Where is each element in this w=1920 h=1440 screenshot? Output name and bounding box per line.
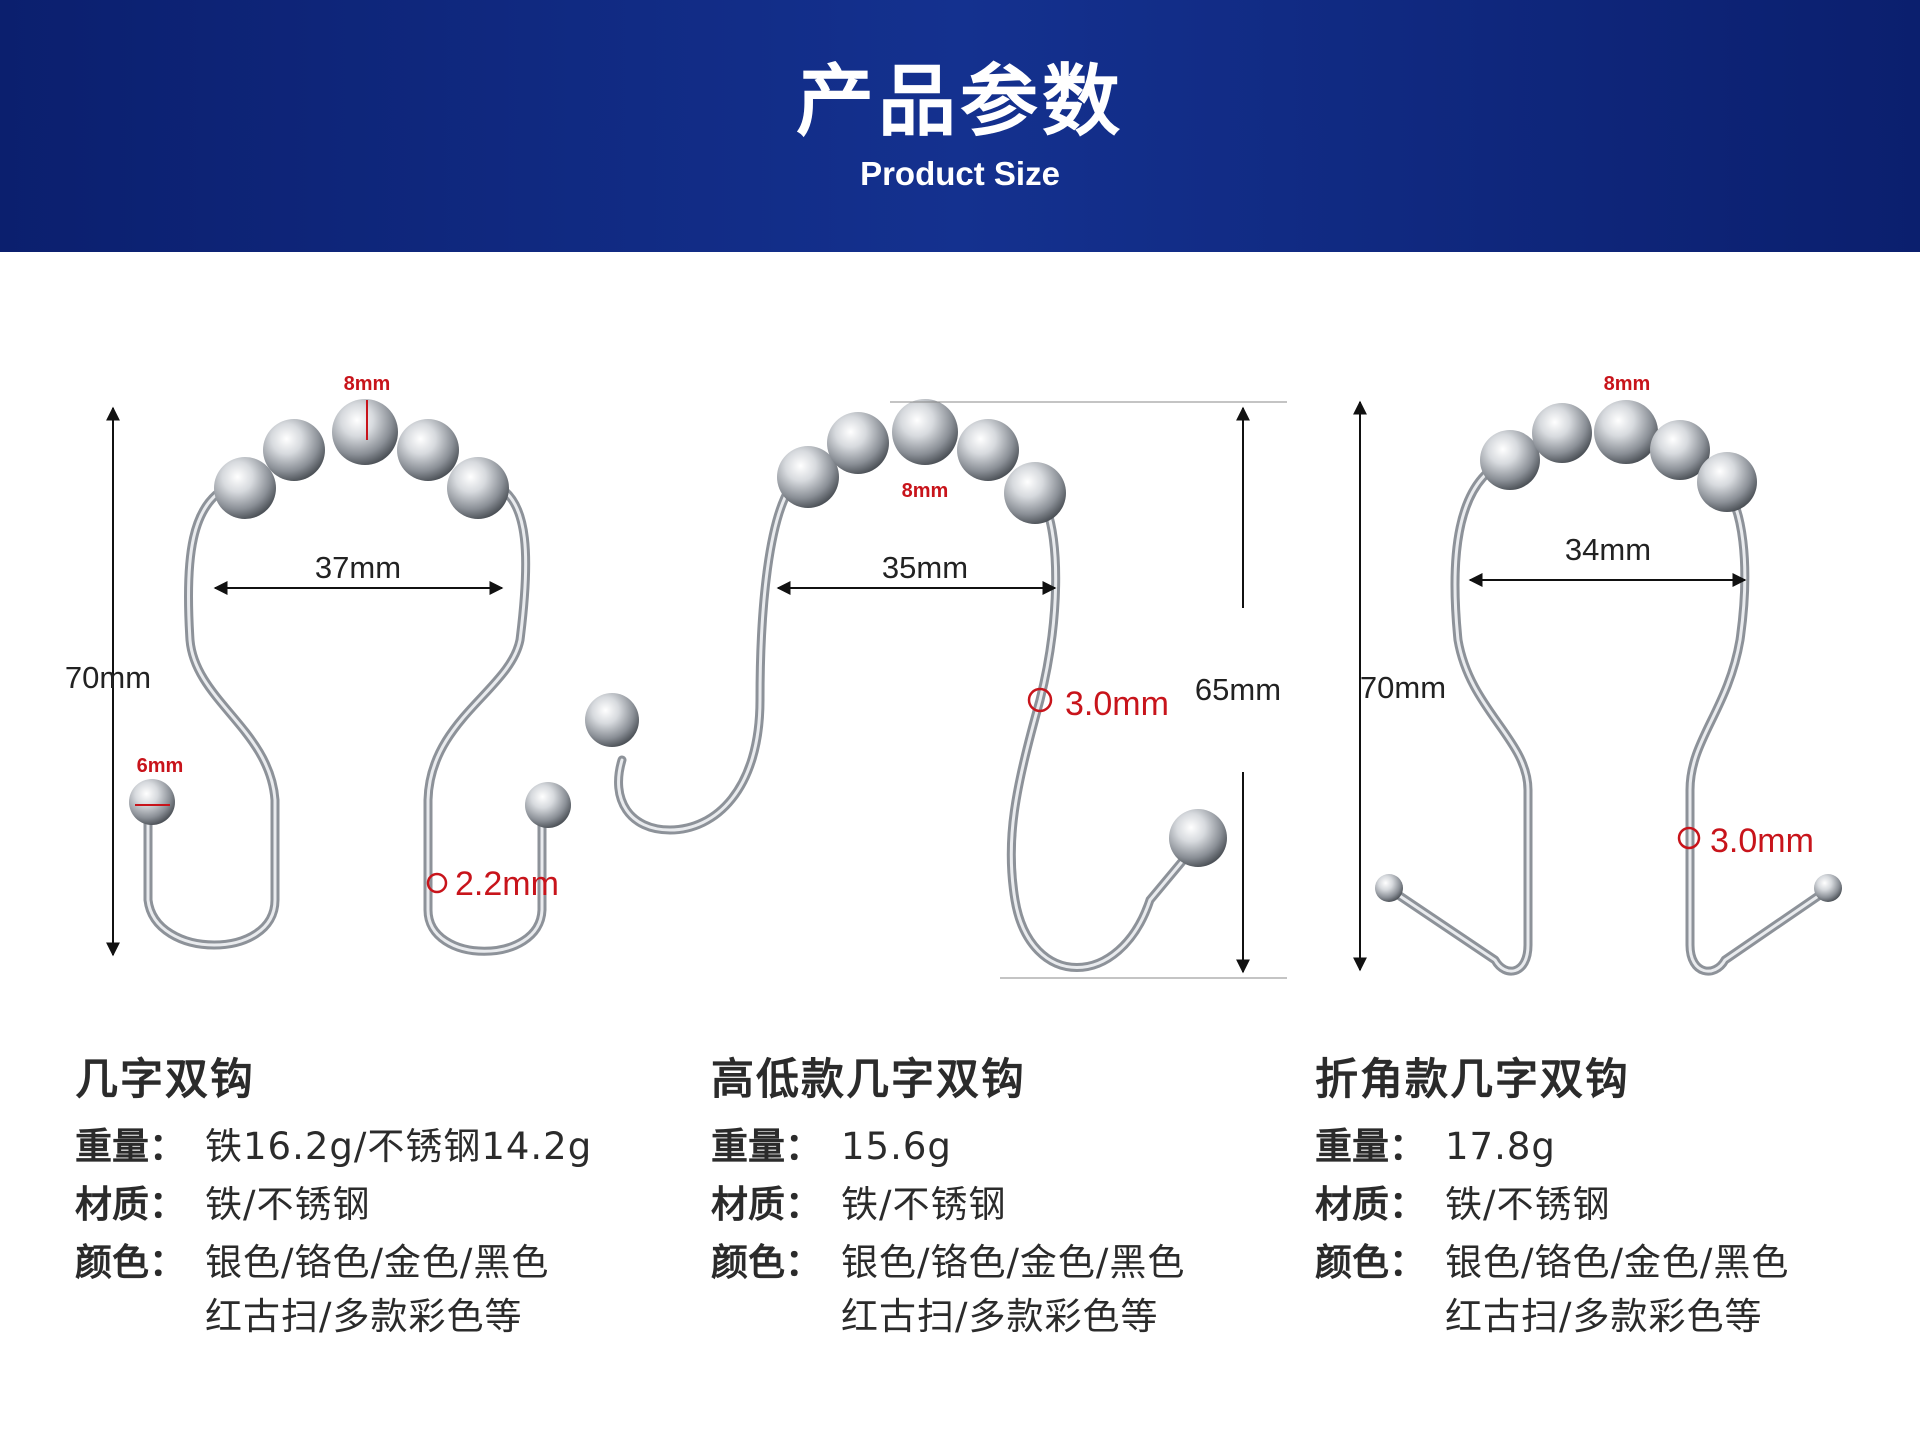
hook-1-height-label: 70mm bbox=[65, 660, 151, 695]
spec-block-1: 几字双钩 重量： 铁16.2g/不锈钢14.2g 材质： 铁/不锈钢 颜色： 银… bbox=[75, 1052, 592, 1342]
hook-3-height-label: 70mm bbox=[1360, 670, 1446, 705]
hook-3-end-ball-right bbox=[1814, 874, 1842, 902]
spec-block-3: 折角款几字双钩 重量： 17.8g 材质： 铁/不锈钢 颜色： 银色/铬色/金色… bbox=[1315, 1052, 1789, 1342]
hook-1-ball-4 bbox=[397, 419, 459, 481]
hook-2-width-label: 35mm bbox=[882, 550, 968, 585]
color-row: 颜色： 银色/铬色/金色/黑色 bbox=[1315, 1234, 1789, 1292]
hook-1-ball-size-label: 8mm bbox=[344, 373, 391, 395]
weight-value: 15.6g bbox=[841, 1125, 952, 1168]
hook-2-ball-size-label: 8mm bbox=[902, 480, 949, 502]
hook-1-wire-label: 2.2mm bbox=[455, 865, 559, 903]
color-value-line2: 红古扫/多款彩色等 bbox=[1445, 1295, 1763, 1338]
color-row: 颜色： 银色/铬色/金色/黑色 bbox=[711, 1234, 1185, 1292]
material-value: 铁/不锈钢 bbox=[841, 1183, 1007, 1226]
hook-1-end-ball-left bbox=[129, 779, 175, 825]
hook-3-wire-marker bbox=[1677, 826, 1701, 850]
hook-2-end-ball-right bbox=[1169, 809, 1227, 867]
weight-label: 重量： bbox=[1315, 1125, 1426, 1168]
hook-3-ball-4 bbox=[1650, 420, 1710, 480]
hook-2-ball-1 bbox=[777, 446, 839, 508]
product-name: 几字双钩 bbox=[75, 1055, 255, 1105]
hook-1-ball-1 bbox=[214, 457, 276, 519]
color-row: 颜色： 银色/铬色/金色/黑色 bbox=[75, 1234, 592, 1292]
material-row: 材质： 铁/不锈钢 bbox=[1315, 1176, 1789, 1234]
header-banner: 产品参数 Product Size bbox=[0, 0, 1920, 252]
material-value: 铁/不锈钢 bbox=[205, 1183, 371, 1226]
hook-3-ball-size-label: 8mm bbox=[1604, 373, 1651, 395]
hook-1-end-ball-size-label: 6mm bbox=[137, 755, 184, 777]
hook-1-ball-2 bbox=[263, 419, 325, 481]
page-title: 产品参数 bbox=[795, 57, 1124, 147]
material-label: 材质： bbox=[711, 1183, 822, 1226]
color-value-line1: 银色/铬色/金色/黑色 bbox=[1445, 1241, 1790, 1284]
color-label: 颜色： bbox=[1315, 1241, 1426, 1284]
hook-2-ball-4 bbox=[957, 419, 1019, 481]
hook-2-ball-5 bbox=[1004, 462, 1066, 524]
material-row: 材质： 铁/不锈钢 bbox=[711, 1176, 1185, 1234]
hook-3-illustration bbox=[1375, 400, 1842, 976]
product-name: 折角款几字双钩 bbox=[1315, 1055, 1630, 1105]
weight-row: 重量： 15.6g bbox=[711, 1118, 1185, 1176]
hook-1-ball-5 bbox=[447, 457, 509, 519]
weight-value: 铁16.2g/不锈钢14.2g bbox=[205, 1125, 593, 1168]
color-label: 颜色： bbox=[75, 1241, 186, 1284]
spec-block-2: 高低款几字双钩 重量： 15.6g 材质： 铁/不锈钢 颜色： 银色/铬色/金色… bbox=[711, 1052, 1185, 1342]
hook-1-end-ball-right bbox=[525, 782, 571, 828]
hook-3-end-ball-left bbox=[1375, 874, 1403, 902]
color-value-line1: 银色/铬色/金色/黑色 bbox=[205, 1241, 550, 1284]
hook-2-end-ball-left bbox=[585, 693, 639, 747]
hook-1-wire-marker bbox=[426, 872, 448, 894]
color-value-line2: 红古扫/多款彩色等 bbox=[841, 1295, 1159, 1338]
hook-2-ball-3 bbox=[892, 399, 958, 465]
color-label: 颜色： bbox=[711, 1241, 822, 1284]
hook-3-ball-1 bbox=[1480, 430, 1540, 490]
weight-row: 重量： 铁16.2g/不锈钢14.2g bbox=[75, 1118, 592, 1176]
material-row: 材质： 铁/不锈钢 bbox=[75, 1176, 592, 1234]
hook-1-ball-3 bbox=[332, 399, 398, 465]
weight-label: 重量： bbox=[711, 1125, 822, 1168]
page-subtitle: Product Size bbox=[860, 155, 1060, 192]
color-value-line2: 红古扫/多款彩色等 bbox=[205, 1295, 523, 1338]
weight-label: 重量： bbox=[75, 1125, 186, 1168]
weight-row: 重量： 17.8g bbox=[1315, 1118, 1789, 1176]
hook-3-ball-2 bbox=[1532, 403, 1592, 463]
hook-1-illustration bbox=[129, 399, 571, 956]
hook-3-width-label: 34mm bbox=[1565, 532, 1651, 567]
hook-3-ball-3 bbox=[1594, 400, 1658, 464]
hook-2-wire-marker bbox=[1027, 687, 1053, 713]
material-label: 材质： bbox=[1315, 1183, 1426, 1226]
hook-3-ball-5 bbox=[1697, 452, 1757, 512]
hook-2-height-label: 65mm bbox=[1195, 672, 1281, 707]
material-label: 材质： bbox=[75, 1183, 186, 1226]
material-value: 铁/不锈钢 bbox=[1445, 1183, 1611, 1226]
hook-2-ball-2 bbox=[827, 412, 889, 474]
hook-1-width-label: 37mm bbox=[315, 550, 401, 585]
color-value-line1: 银色/铬色/金色/黑色 bbox=[841, 1241, 1186, 1284]
product-name: 高低款几字双钩 bbox=[711, 1055, 1026, 1105]
hook-2-wire-label: 3.0mm bbox=[1065, 685, 1169, 723]
weight-value: 17.8g bbox=[1445, 1125, 1556, 1168]
hook-3-wire-label: 3.0mm bbox=[1710, 822, 1814, 860]
